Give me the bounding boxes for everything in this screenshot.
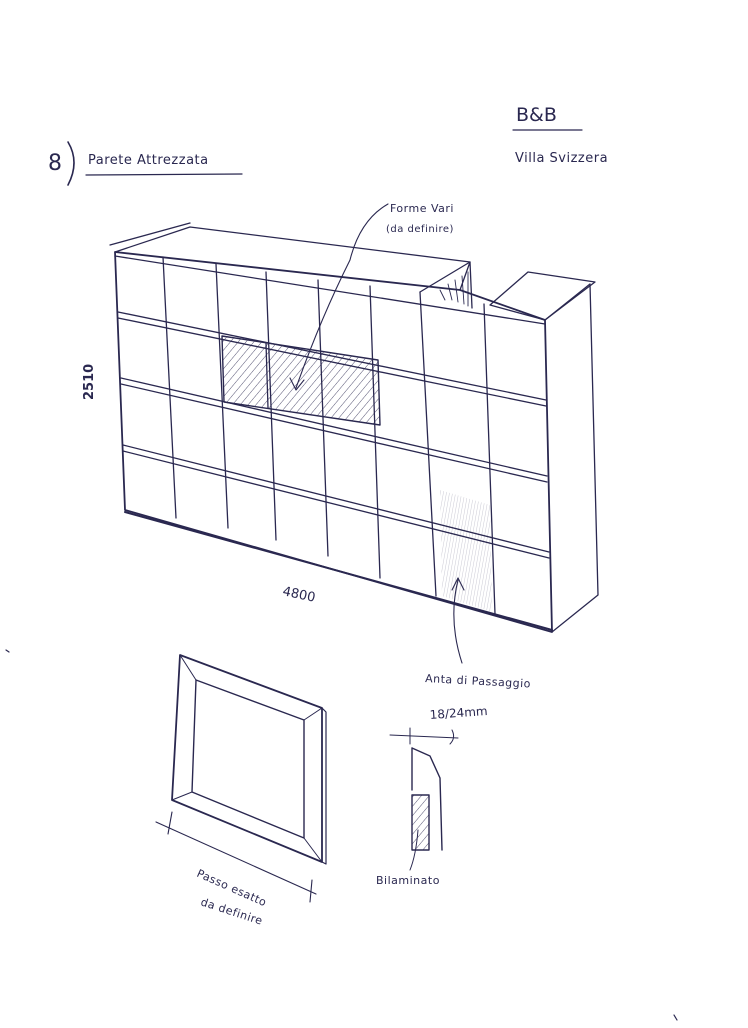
forms-leader-arrow: [295, 203, 389, 389]
frame-thickness: [321, 707, 327, 865]
passage-arrowhead: [451, 577, 465, 591]
project-code: B&B: [516, 104, 557, 126]
wall-unit-top-back-edge: [109, 222, 191, 246]
stray-mark-left: [5, 649, 10, 653]
wall-unit-drawing: [109, 222, 599, 633]
divider-5: [369, 285, 381, 579]
profile-laminate-block: [411, 794, 430, 851]
profile-upper: [411, 747, 443, 851]
passage-annotation: Anta di Passaggio: [425, 672, 531, 691]
section-number: 8: [48, 151, 62, 176]
project-name: Villa Svizzera: [515, 151, 608, 166]
divider-7: [483, 303, 496, 615]
forms-annotation: Forme Vari: [390, 202, 454, 215]
wall-unit-front-top-edge: [114, 255, 546, 325]
wall-unit-side: [544, 283, 599, 633]
height-dimension: 2510: [82, 364, 97, 400]
wall-unit-base: [124, 511, 553, 631]
section-title-underline: [85, 173, 243, 176]
pitch-tick-right: [309, 879, 313, 903]
profile-section-drawing: [411, 747, 443, 851]
thickness-label: 18/24mm: [429, 704, 488, 722]
divider-6: [419, 291, 437, 597]
pitch-tick-left: [167, 811, 173, 835]
divider-4: [317, 279, 329, 557]
stray-mark-bottom: [673, 1014, 678, 1021]
section-bracket: [67, 141, 75, 186]
pitch-dimension-line: [155, 821, 317, 895]
thickness-dimension-line: [389, 734, 459, 739]
forms-annotation-note: (da definire): [386, 224, 454, 235]
shelf-line-2b: [120, 383, 548, 483]
wall-unit-top: [114, 226, 471, 291]
forms-panel: [221, 335, 381, 426]
passage-door-hatch: [440, 490, 492, 612]
forms-panel-divider: [265, 342, 269, 409]
wall-unit-right-block-top: [489, 271, 596, 321]
thickness-tick-right: [449, 729, 455, 745]
material-leader: [409, 829, 419, 871]
frame-outer: [171, 654, 323, 863]
divider-1: [162, 256, 177, 519]
divider-2: [215, 263, 229, 529]
passage-leader-arrow: [453, 579, 463, 664]
wall-unit-recess-hatch: [439, 271, 469, 307]
wall-unit-recess: [419, 261, 473, 309]
width-dimension: 4800: [281, 584, 316, 606]
frame-detail-drawing: [171, 654, 327, 865]
shelf-line-2: [120, 377, 548, 477]
frame-bevel-lines: [171, 654, 323, 863]
wall-unit-front-outline: [114, 251, 553, 633]
material-label: Bilaminato: [376, 874, 440, 887]
forms-arrowhead: [289, 377, 305, 391]
section-title: Parete Attrezzata: [88, 153, 209, 168]
